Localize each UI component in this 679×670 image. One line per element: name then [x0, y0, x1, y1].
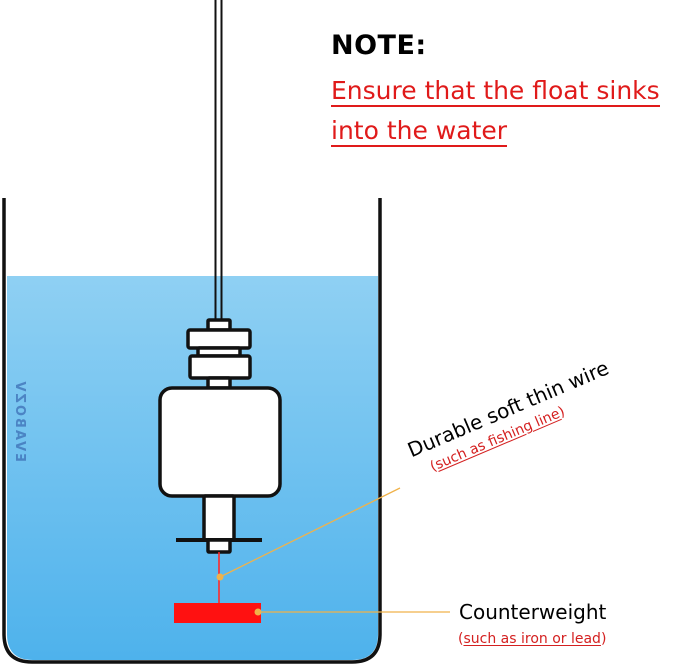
counterweight-sub-label: (such as iron or lead) — [458, 631, 607, 647]
counterweight-label: Counterweight — [459, 600, 607, 624]
brand-watermark: EVABOZV — [12, 379, 27, 462]
float-switch-icon — [158, 318, 282, 554]
water-container — [2, 198, 382, 664]
note-line-2: into the water — [331, 117, 508, 148]
wire-leader-line — [219, 487, 401, 578]
counterweight-leader-dot — [254, 608, 262, 616]
wire-leader-dot — [216, 573, 224, 581]
note-line-1: Ensure that the float sinks — [331, 77, 660, 108]
note-title: NOTE: — [331, 30, 427, 61]
counterweight-block-icon — [174, 603, 261, 623]
counterweight-sub-text: such as iron or lead — [463, 631, 601, 647]
